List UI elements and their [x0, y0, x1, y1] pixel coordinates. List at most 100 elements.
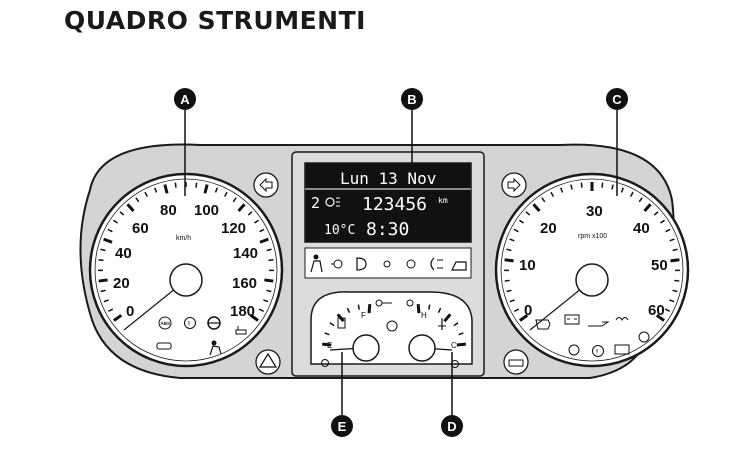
lcd-display: Lun 13 Nov 2 123456 km 10°C 8:30	[304, 162, 472, 243]
engine-icon	[535, 319, 551, 330]
tacho-tick-label: 50	[651, 257, 668, 274]
dial-tick	[258, 308, 265, 313]
dial-tick	[509, 299, 515, 303]
dial-tick	[268, 259, 274, 262]
dial-tick	[453, 322, 459, 327]
dial-tick	[195, 182, 198, 188]
speedometer: 0 20 40 60 80 100 120 140 160 180 km/h A…	[88, 172, 284, 368]
hazard-icon	[255, 349, 281, 375]
temp-hot-label: H	[421, 311, 427, 320]
clock-time: 8:30	[366, 219, 409, 240]
dial-tick	[504, 258, 514, 263]
svg-text:D: D	[447, 419, 456, 434]
svg-text:E: E	[338, 419, 347, 434]
tacho-tick-label: 40	[633, 220, 650, 237]
warning-icon: !	[592, 345, 604, 357]
headlight-icon	[325, 197, 340, 207]
dial-tick	[357, 304, 360, 310]
fuel-empty-label: E	[327, 341, 332, 350]
fog-rear-icon	[430, 257, 443, 271]
dial-tick	[203, 184, 209, 194]
dial-tick	[443, 313, 452, 323]
dial-tick	[264, 278, 274, 283]
odometer-value: 123456	[362, 194, 427, 215]
callout-a: A	[174, 88, 196, 110]
speedo-tick-label: 60	[132, 220, 149, 237]
temp-hub	[408, 334, 436, 362]
dial-tick	[263, 299, 269, 303]
dial-tick	[154, 187, 158, 193]
dial-tick	[672, 289, 678, 293]
outside-temperature: 10°C	[324, 223, 355, 238]
oil-icon	[588, 321, 610, 327]
dial-tick	[107, 308, 114, 313]
dial-tick	[113, 219, 118, 224]
tacho-tick-label: 60	[648, 302, 665, 319]
service-icon	[156, 342, 172, 350]
dial-tick	[259, 228, 265, 233]
speedo-tick-label: 140	[233, 245, 258, 262]
dial-tick	[163, 184, 169, 194]
dial-tick	[620, 187, 624, 193]
dial-tick	[655, 314, 665, 322]
dial-tick	[513, 228, 519, 233]
gear-indicator: 2	[311, 194, 320, 212]
dial-tick	[513, 308, 520, 313]
dial-tick	[98, 259, 104, 262]
fuel-temp-gauges: F E H C	[310, 291, 473, 368]
callout-b: B	[401, 88, 423, 110]
dial-tick	[144, 191, 148, 197]
dial-tick	[247, 211, 253, 216]
seatbelt-icon	[310, 254, 323, 273]
indicator-row	[304, 247, 472, 279]
svg-text:!: !	[188, 322, 190, 328]
odometer-unit: km	[438, 196, 448, 205]
svg-text:B: B	[407, 92, 416, 107]
dial-tick	[672, 248, 678, 252]
dial-tick	[674, 279, 680, 282]
dial-tick	[509, 238, 515, 242]
fog-front-icon	[331, 259, 343, 269]
dial-tick	[259, 237, 269, 244]
dial-tick	[643, 203, 652, 212]
svg-text:!: !	[596, 350, 598, 356]
dial-tick	[107, 228, 113, 233]
svg-text:C: C	[612, 92, 622, 107]
tacho-tick-label: 30	[586, 203, 603, 220]
brake-pad-icon	[386, 320, 398, 332]
callout-c: C	[606, 88, 628, 110]
dial-tick	[126, 203, 135, 212]
speedo-tick-label: 0	[126, 303, 134, 320]
dial-tick	[660, 219, 665, 224]
dial-tick	[532, 203, 541, 212]
dial-tick	[458, 332, 464, 336]
sidelight-icon	[383, 260, 391, 268]
tacho-tick-label: 0	[524, 302, 532, 319]
trip-reset-icon	[503, 349, 529, 375]
speedo-tick-label: 180	[230, 303, 255, 320]
dial-tick	[135, 197, 140, 203]
speedo-tick-label: 120	[221, 220, 246, 237]
tpms-icon	[568, 344, 580, 356]
battery-icon	[564, 314, 580, 325]
dial-tick	[329, 322, 335, 327]
dial-tick	[670, 258, 680, 263]
dial-tick	[611, 184, 614, 190]
callout-d: D	[441, 415, 463, 437]
svg-text:ABS: ABS	[161, 321, 171, 326]
dial-tick	[237, 203, 246, 212]
dial-tick	[113, 314, 123, 322]
dial-tick	[665, 228, 671, 233]
dial-tick	[232, 197, 237, 203]
airbag-icon	[209, 340, 222, 356]
speedo-tick-label: 100	[194, 202, 219, 219]
dial-tick	[570, 184, 573, 190]
dial-tick	[437, 307, 442, 313]
speedo-tick-label: 40	[115, 245, 132, 262]
dial-tick	[664, 308, 671, 313]
fuel-hub	[352, 334, 380, 362]
key-icon	[375, 299, 392, 307]
dial-tick	[324, 332, 330, 336]
dial-tick	[550, 191, 554, 197]
dial-tick	[249, 314, 259, 322]
